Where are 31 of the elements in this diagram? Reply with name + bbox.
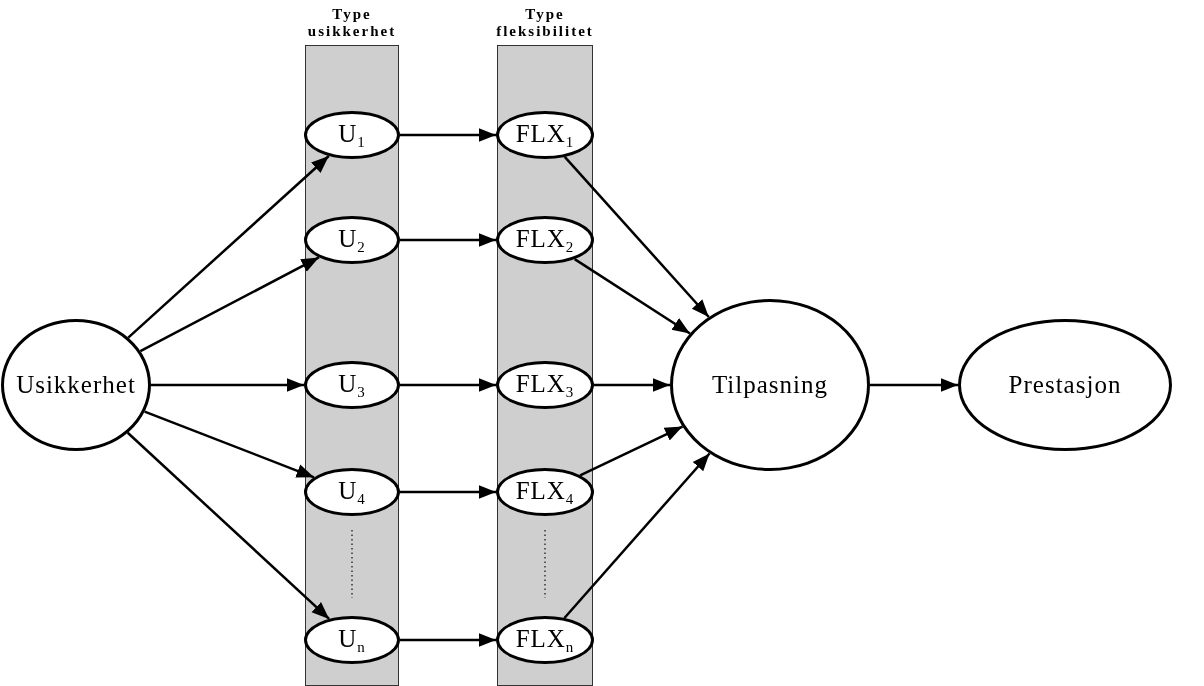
arrow — [144, 410, 315, 479]
arrow — [563, 452, 711, 619]
arrow — [573, 258, 691, 335]
arrow — [151, 378, 304, 392]
node-label: FLX$_{2}$ — [515, 224, 575, 256]
node-label: Usikkerhet — [16, 371, 136, 399]
node-label: FLX$_{n}$ — [515, 624, 575, 656]
arrow — [870, 378, 958, 392]
arrow — [579, 425, 684, 477]
node-label: U$_{2}$ — [338, 224, 366, 256]
node-label: FLX$_{1}$ — [515, 119, 575, 151]
arrow — [127, 155, 330, 339]
arrow — [400, 485, 496, 499]
node-label: FLX$_{4}$ — [515, 476, 575, 508]
column-heading: Type usikkerhet — [306, 6, 398, 40]
node-label: Tilpasning — [711, 371, 829, 399]
arrow — [400, 233, 496, 247]
arrow — [594, 378, 670, 392]
arrow — [400, 128, 496, 142]
arrow — [139, 256, 320, 353]
arrow — [400, 633, 496, 647]
node-label: U$_{4}$ — [338, 476, 366, 508]
arrow — [563, 156, 710, 318]
arrow — [400, 378, 496, 392]
arrow — [126, 431, 330, 620]
node-label: U$_{3}$ — [338, 369, 366, 401]
node-label: FLX$_{3}$ — [515, 369, 575, 401]
node-label: U$_{1}$ — [338, 119, 366, 151]
node-label: Prestasjon — [1008, 371, 1122, 399]
column-heading: Type fleksibilitet — [495, 6, 595, 40]
node-label: U$_{n}$ — [338, 624, 366, 656]
